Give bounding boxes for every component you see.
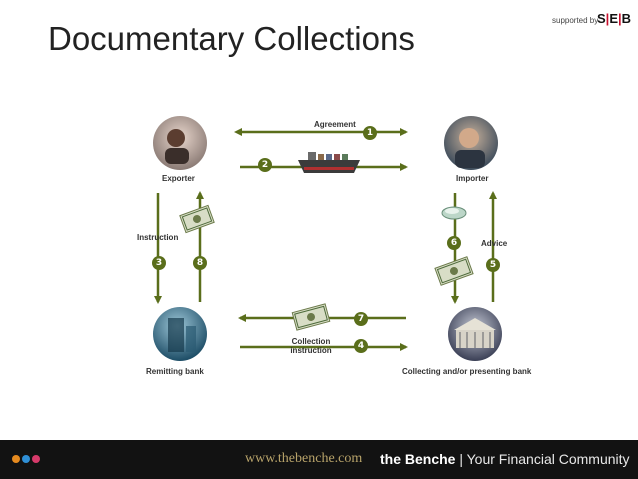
banknote-icon-exporter bbox=[179, 204, 215, 234]
cargo-ship-icon bbox=[298, 152, 360, 173]
step-8-marker: 8 bbox=[193, 256, 207, 270]
footer-url-link[interactable]: www.thebenche.com bbox=[245, 451, 363, 466]
collecting-bank-label: Collecting and/or presenting bank bbox=[402, 367, 532, 376]
supported-by-label: supported by bbox=[552, 16, 599, 25]
agreement-label: Agreement bbox=[314, 120, 356, 129]
importer-label: Importer bbox=[456, 174, 489, 183]
footer-brand: the Benche | Your Financial Community bbox=[380, 451, 630, 467]
step-5-marker: 5 bbox=[486, 258, 500, 272]
page-title: Documentary Collections bbox=[48, 20, 415, 57]
instruction-label: Instruction bbox=[137, 233, 179, 242]
brand-tagline: | Your Financial Community bbox=[459, 451, 630, 467]
exporter-label: Exporter bbox=[162, 174, 195, 183]
step-7-marker: 7 bbox=[354, 312, 368, 326]
seb-logo: S|E|B bbox=[597, 11, 632, 26]
step-2-marker: 2 bbox=[258, 158, 272, 172]
collecting-bank-photo bbox=[448, 307, 502, 361]
footer-bar bbox=[0, 440, 638, 479]
step-1-marker: 1 bbox=[363, 126, 377, 140]
documents-icon bbox=[441, 206, 467, 220]
banknote-icon-collection bbox=[291, 303, 331, 331]
advice-label: Advice bbox=[481, 239, 508, 248]
banknote-icon-importer bbox=[434, 256, 474, 286]
step-6-marker: 6 bbox=[447, 236, 461, 250]
step-4-marker: 4 bbox=[354, 339, 368, 353]
exporter-photo bbox=[153, 116, 207, 170]
footer-dot-pink bbox=[32, 455, 40, 463]
footer-dot-orange bbox=[12, 455, 20, 463]
footer-dot-blue bbox=[22, 455, 30, 463]
remitting-bank-photo bbox=[153, 307, 207, 361]
importer-photo bbox=[444, 116, 498, 170]
collection-label-line1: Collection bbox=[291, 337, 331, 346]
brand-name: the Benche bbox=[380, 451, 456, 467]
step-3-marker: 3 bbox=[152, 256, 166, 270]
remitting-bank-label: Remitting bank bbox=[146, 367, 204, 376]
collection-label-line2: instruction bbox=[290, 346, 332, 355]
collections-diagram bbox=[153, 116, 502, 361]
collection-instruction-label: Collection instruction bbox=[286, 337, 336, 355]
